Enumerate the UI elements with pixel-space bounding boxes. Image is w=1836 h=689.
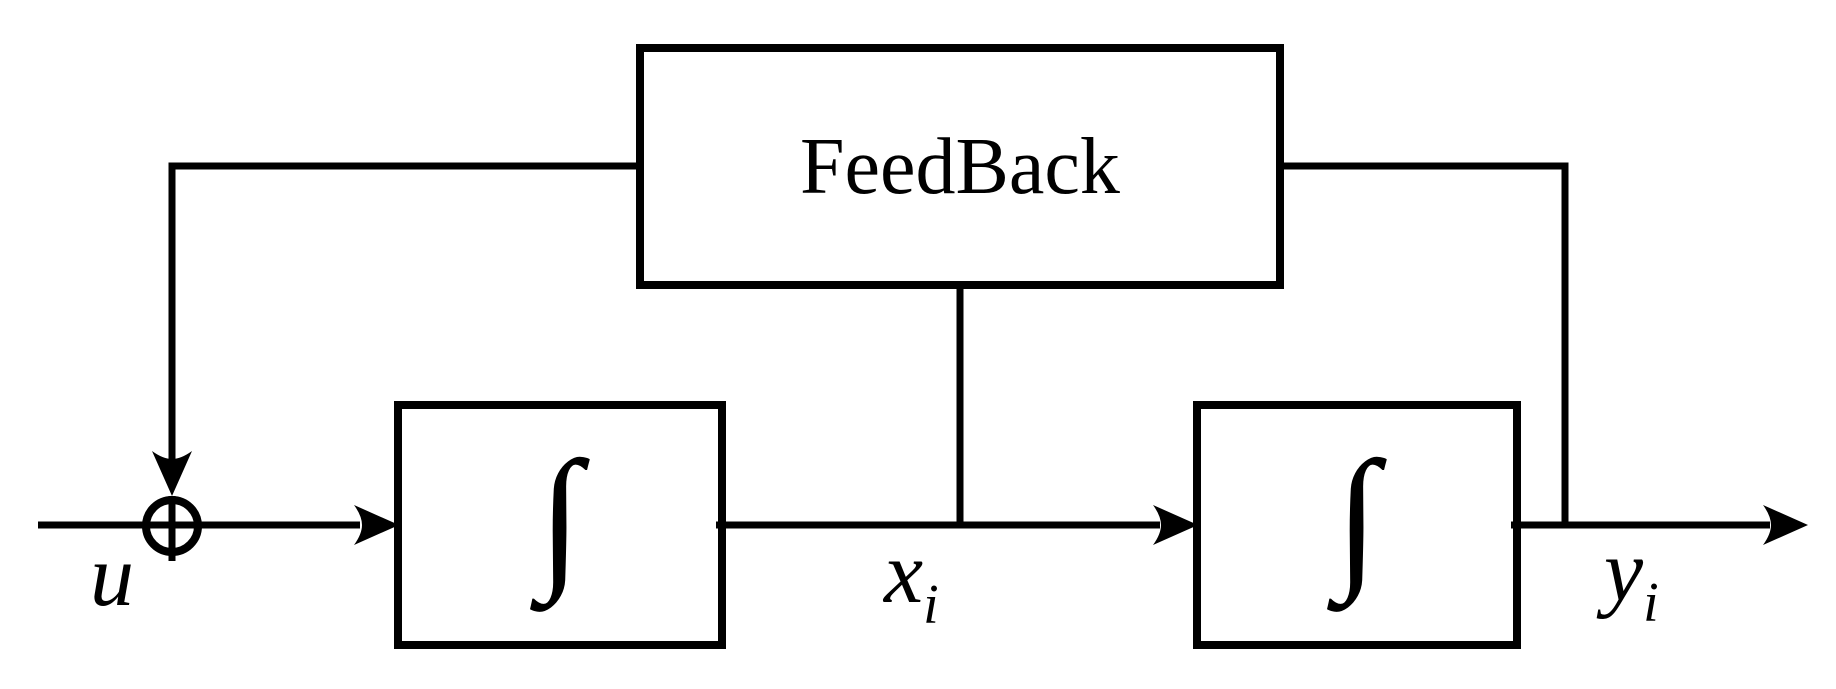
arrowheads <box>152 451 1808 545</box>
blocks <box>394 44 1521 649</box>
feedback-block-label: FeedBack <box>800 123 1120 211</box>
signal-lines <box>38 162 1770 561</box>
integrator1-symbol: ∫ <box>529 430 590 613</box>
output-signal-base: y <box>1596 523 1644 620</box>
summing-junction-circle <box>142 496 202 556</box>
integrator2-symbol: ∫ <box>1326 430 1387 613</box>
arrowhead-into-integrator2 <box>1153 505 1198 545</box>
integrator-block-2 <box>1193 401 1521 649</box>
arrowhead-into-summer <box>152 451 192 496</box>
state-signal-subscript: i <box>923 574 939 636</box>
arrowhead-output <box>1763 505 1808 545</box>
output-signal-label: yi <box>1596 523 1659 634</box>
state-signal-label: xi <box>882 525 939 636</box>
input-signal-label: u <box>90 528 134 625</box>
output-signal-subscript: i <box>1643 572 1659 634</box>
arrowhead-into-integrator1 <box>354 505 399 545</box>
feedback-left-path <box>168 162 642 460</box>
feedback-right-path <box>1280 162 1569 525</box>
integrator-block-1 <box>394 401 726 649</box>
state-signal-base: x <box>882 525 923 622</box>
feedback-block <box>636 44 1284 289</box>
